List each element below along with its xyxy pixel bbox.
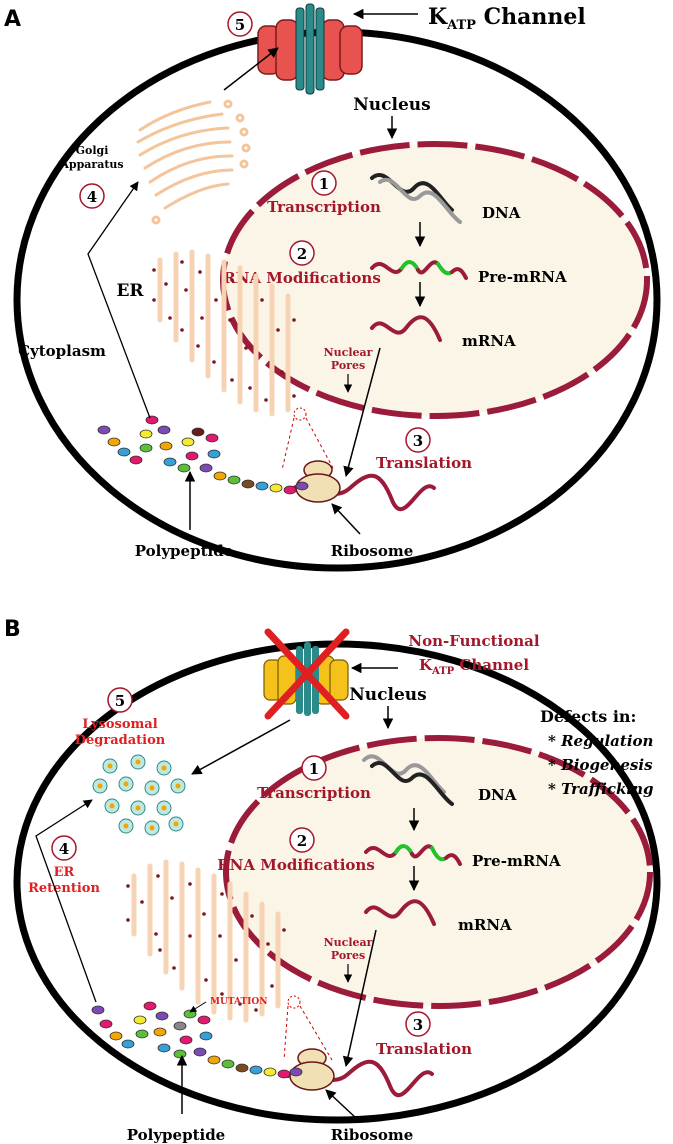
step-2-number-b: 2 xyxy=(297,832,307,850)
step-3-badge-b xyxy=(405,1011,431,1037)
katp-channel-icon xyxy=(257,3,363,95)
dna-icon-b xyxy=(362,754,454,806)
ribosome-label-a: Ribosome xyxy=(331,542,414,560)
mutation-label: MUTATION xyxy=(210,997,267,1007)
panel-a: A KATP Channel 5 xyxy=(4,3,661,572)
step-1-badge-a xyxy=(311,170,337,196)
golgi-label-line2: Apparatus xyxy=(59,158,123,171)
nucleus-label-b: Nucleus xyxy=(349,685,426,705)
panel-b: B Non-Functional KATP Channel 5 Lysosoma… xyxy=(4,617,661,1144)
step-3-label-a: Translation xyxy=(376,454,472,472)
er-ribosome-dots-b xyxy=(126,874,286,1012)
step-1-number-a: 1 xyxy=(319,175,329,193)
defects-title: Defects in: xyxy=(540,707,636,726)
ribosome-icon-a xyxy=(295,460,341,503)
nonfunctional-channel-line1: Non-Functional xyxy=(408,632,539,650)
step-3-badge-a xyxy=(405,427,431,453)
step-4-badge xyxy=(79,183,105,209)
polypeptide-label-b: Polypeptide xyxy=(127,1126,225,1144)
ribosome-label-b: Ribosome xyxy=(331,1126,414,1144)
pre-mrna-icon-a xyxy=(370,260,468,280)
step-4-number-b: 4 xyxy=(59,840,69,858)
polypeptide-icon-a xyxy=(97,415,309,495)
step-5-label-b-1: Lysosomal xyxy=(82,717,157,732)
er-label-a: ER xyxy=(116,281,144,301)
step-2-number-a: 2 xyxy=(297,245,307,263)
step-1-label-a: Transcription xyxy=(267,198,381,216)
panel-a-label: A xyxy=(4,7,21,32)
panel-b-label: B xyxy=(4,617,21,642)
cytoplasm-label: Cytoplasm xyxy=(18,342,106,360)
pre-mrna-label-b: Pre-mRNA xyxy=(472,852,561,870)
step-1-label-b: Transcription xyxy=(257,784,371,802)
katp-channel-label: KATP Channel xyxy=(428,4,586,33)
nonfunctional-channel-line2: KATP Channel xyxy=(419,656,529,677)
ribosome-icon-b xyxy=(289,1048,335,1091)
nuclear-pores-label-b-2: Pores xyxy=(331,949,365,962)
step-2-label-b: RNA Modifications xyxy=(217,856,375,874)
polypeptide-icon-b xyxy=(91,1001,303,1079)
golgi-label-line1: Golgi xyxy=(76,144,109,157)
dna-label-b: DNA xyxy=(478,786,517,804)
step-1-number-b: 1 xyxy=(309,760,319,778)
step-4-number: 4 xyxy=(87,188,97,206)
step-5-number-b: 5 xyxy=(115,692,125,710)
er-icon-b xyxy=(131,859,281,1023)
nuclear-pores-label-a-2: Pores xyxy=(331,359,365,372)
er-ribosome-dots-a xyxy=(152,260,296,402)
dna-icon-a xyxy=(370,173,462,224)
nuclear-pores-label-b-1: Nuclear xyxy=(324,936,373,949)
polypeptide-label-a: Polypeptide xyxy=(135,542,233,560)
step-2-badge-b xyxy=(289,827,315,853)
lysosome-cluster-icon xyxy=(92,754,186,836)
mrna-label-b: mRNA xyxy=(458,916,512,934)
step-4-label-b-2: Retention xyxy=(28,881,100,896)
pre-mrna-label-a: Pre-mRNA xyxy=(478,268,567,286)
red-x-icon xyxy=(264,628,350,720)
nucleus-label-a: Nucleus xyxy=(353,95,430,115)
step-5-badge-b xyxy=(107,687,133,713)
step-5-label-b-2: Degradation xyxy=(75,733,166,748)
step-3-label-b: Translation xyxy=(376,1040,472,1058)
golgi-apparatus-icon xyxy=(136,99,251,225)
pre-mrna-icon-b xyxy=(364,844,462,866)
mrna-label-a: mRNA xyxy=(462,332,516,350)
step-4-badge-b xyxy=(51,835,77,861)
defect-item-trafficking: * Trafficking xyxy=(548,780,653,798)
nuclear-pores-label-a-1: Nuclear xyxy=(324,346,373,359)
er-icon-a xyxy=(157,249,291,417)
step-5-badge xyxy=(227,11,253,37)
defect-item-regulation: * Regulation xyxy=(548,732,653,750)
dna-label-a: DNA xyxy=(482,204,521,222)
step-4-label-b-1: ER xyxy=(54,865,75,880)
mrna-icon-a xyxy=(370,315,442,342)
step-2-label-a: RNA Modifications xyxy=(223,269,381,287)
step-5-number: 5 xyxy=(235,16,245,34)
step-3-number-a: 3 xyxy=(413,432,423,450)
step-2-badge-a xyxy=(289,240,315,266)
step-1-badge-b xyxy=(301,755,327,781)
nucleus-b xyxy=(223,735,653,1009)
step-3-number-b: 3 xyxy=(413,1016,423,1034)
mrna-icon-b xyxy=(364,899,436,926)
defect-item-biogenesis: * Biogenesis xyxy=(548,756,653,774)
